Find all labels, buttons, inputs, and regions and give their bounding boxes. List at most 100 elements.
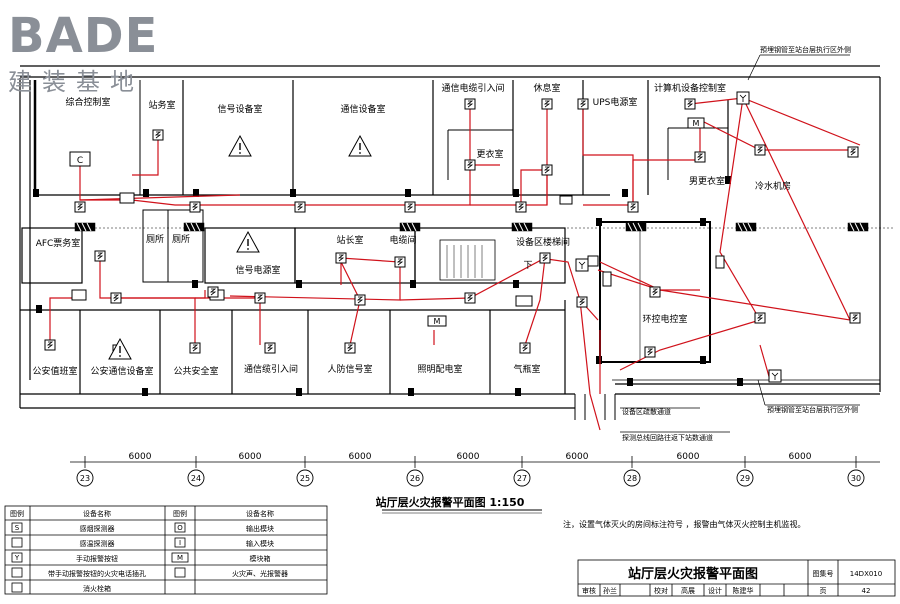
device-area-note: 设备区疏散通道 bbox=[622, 407, 671, 416]
legend-item: 输入模块 bbox=[246, 539, 274, 548]
room-label: 更衣室 bbox=[476, 148, 503, 160]
structural-columns bbox=[33, 176, 743, 396]
axis-label-25: 25 bbox=[300, 474, 310, 483]
room-label: 电缆间 bbox=[389, 234, 416, 246]
sign-cell: 审核 bbox=[582, 586, 596, 595]
dimension-label: 6000 bbox=[239, 452, 262, 462]
dimension-label: 6000 bbox=[789, 452, 812, 462]
atlas-label: 图集号 bbox=[813, 569, 834, 578]
public-area-note: 探测总线回路往返下站数通道 bbox=[622, 433, 713, 442]
legend-symbol: S bbox=[15, 524, 20, 532]
gas-warning-signs bbox=[108, 135, 372, 360]
plan-title: 站厅层火灾报警平面图 1:150 bbox=[376, 495, 525, 509]
axis-grid bbox=[70, 456, 880, 487]
room-label: UPS电源室 bbox=[593, 96, 638, 108]
stair-down-label: 下 bbox=[523, 261, 532, 271]
room-label: 信号设备室 bbox=[217, 103, 262, 115]
top-pipe-note: 預埋钢管至站台层执行区外侧 bbox=[760, 45, 851, 54]
legend-header: 图例 bbox=[10, 509, 24, 518]
module-m-label-2: M bbox=[434, 317, 441, 326]
legend-item: 带手动报警按钮的火灾电话插孔 bbox=[48, 569, 146, 578]
room-label: AFC票务室 bbox=[36, 237, 81, 249]
footnote: 注，设置气体灭火的房间标注符号 ，报警由气体灭火控制主机监视。 bbox=[563, 519, 806, 529]
legend-item: 输出模块 bbox=[246, 524, 274, 533]
legend-header: 设备名称 bbox=[246, 509, 274, 518]
dimension-label: 6000 bbox=[566, 452, 589, 462]
legend-item: 模块箱 bbox=[250, 554, 271, 563]
dimension-label: 6000 bbox=[129, 452, 152, 462]
title-block-title: 站厅层火灾报警平面图 bbox=[628, 566, 758, 582]
legend-item: 感烟探测器 bbox=[80, 524, 115, 533]
legend-item: 火灾声、光报警器 bbox=[232, 569, 288, 578]
room-label: 照明配电室 bbox=[417, 363, 462, 375]
fire-doors bbox=[74, 222, 869, 232]
room-label: 人防信号室 bbox=[327, 363, 372, 375]
logo-main-text: BADE bbox=[8, 8, 159, 64]
room-label: 计算机设备控制室 bbox=[654, 82, 726, 94]
modules bbox=[69, 117, 725, 327]
sign-cell: 设计 bbox=[708, 586, 722, 595]
legend-item: 消火栓箱 bbox=[83, 584, 111, 593]
room-label: 公安通信设备室 bbox=[90, 365, 153, 377]
room-label: 站务室 bbox=[148, 99, 175, 111]
room-label: 通信设备室 bbox=[340, 103, 385, 115]
room-label: 信号电源室 bbox=[235, 264, 280, 276]
title-block bbox=[577, 559, 896, 597]
legend-symbol: O bbox=[177, 524, 183, 532]
page-label: 页 bbox=[820, 587, 827, 595]
room-labels: 综合控制室 站务室 信号设备室 通信设备室 通信电缆引入间 休息室 UPS电源室… bbox=[32, 82, 791, 377]
dimension-labels: 6000 6000 6000 6000 6000 6000 6000 bbox=[129, 452, 812, 462]
room-label: 公安值班室 bbox=[32, 365, 77, 377]
room-label: 设备区楼梯间 bbox=[516, 236, 570, 248]
dimension-label: 6000 bbox=[677, 452, 700, 462]
axis-label-24: 24 bbox=[191, 474, 201, 483]
room-label: 通信缆引入间 bbox=[244, 363, 298, 375]
module-m-label: M bbox=[693, 119, 700, 128]
axis-labels: 23 24 25 26 27 28 29 30 bbox=[80, 474, 861, 483]
room-label: 厕所 bbox=[146, 234, 164, 245]
manual-alarm-buttons bbox=[575, 91, 782, 383]
legend-symbol-text: S Y O I M bbox=[14, 524, 183, 562]
room-label: 厕所 bbox=[172, 234, 190, 245]
axis-label-23: 23 bbox=[80, 474, 90, 483]
legend-table bbox=[4, 505, 328, 595]
axis-label-29: 29 bbox=[740, 474, 750, 483]
page-number: 42 bbox=[862, 587, 871, 595]
module-c-label: C bbox=[77, 156, 83, 166]
legend-item: 手动报警按钮 bbox=[76, 554, 118, 563]
legend-header: 图例 bbox=[173, 509, 187, 518]
dimension-label: 6000 bbox=[349, 452, 372, 462]
legend-symbol: M bbox=[177, 554, 183, 562]
room-label: 站长室 bbox=[336, 234, 363, 246]
axis-label-30: 30 bbox=[851, 474, 861, 483]
logo-sub-text: 建装基地 bbox=[8, 68, 144, 96]
room-label: 公共安全室 bbox=[173, 365, 218, 377]
room-label: 环控电控室 bbox=[642, 313, 687, 325]
bade-logo: BADE 建装基地 bbox=[8, 10, 188, 100]
atlas-number: 14DX010 bbox=[850, 570, 882, 578]
legend-header: 设备名称 bbox=[83, 509, 111, 518]
bottom-pipe-note: 預埋钢管至站台层执行区外侧 bbox=[767, 405, 858, 414]
legend-symbols bbox=[11, 522, 189, 593]
sign-cell: 校对 bbox=[654, 586, 668, 595]
sign-cell: 孙兰 bbox=[603, 586, 617, 595]
legend-text: 图例 设备名称 图例 设备名称 感烟探测器 感温探测器 手动报警按钮 带手动报警… bbox=[10, 509, 288, 593]
axis-label-27: 27 bbox=[517, 474, 527, 483]
annotations: 預埋钢管至站台层执行区外侧 預埋钢管至站台层执行区外侧 设备区疏散通道 探测总线… bbox=[620, 45, 860, 442]
sign-cell: 高展 bbox=[681, 586, 695, 595]
axis-label-28: 28 bbox=[627, 474, 637, 483]
axis-label-26: 26 bbox=[410, 474, 420, 483]
room-label: 冷水机房 bbox=[755, 180, 791, 192]
room-label: 男更衣室 bbox=[689, 175, 725, 187]
sign-row: 审核 孙兰 校对 高展 设计 陈建华 bbox=[582, 586, 754, 595]
dimension-label: 6000 bbox=[457, 452, 480, 462]
legend-item: 感温探测器 bbox=[80, 539, 115, 548]
sign-cell: 陈建华 bbox=[733, 586, 754, 595]
room-label: 休息室 bbox=[533, 82, 560, 94]
legend-symbol: I bbox=[179, 539, 181, 547]
room-label: 通信电缆引入间 bbox=[441, 82, 504, 94]
legend-symbol: Y bbox=[14, 554, 20, 562]
room-label: 气瓶室 bbox=[513, 363, 540, 375]
